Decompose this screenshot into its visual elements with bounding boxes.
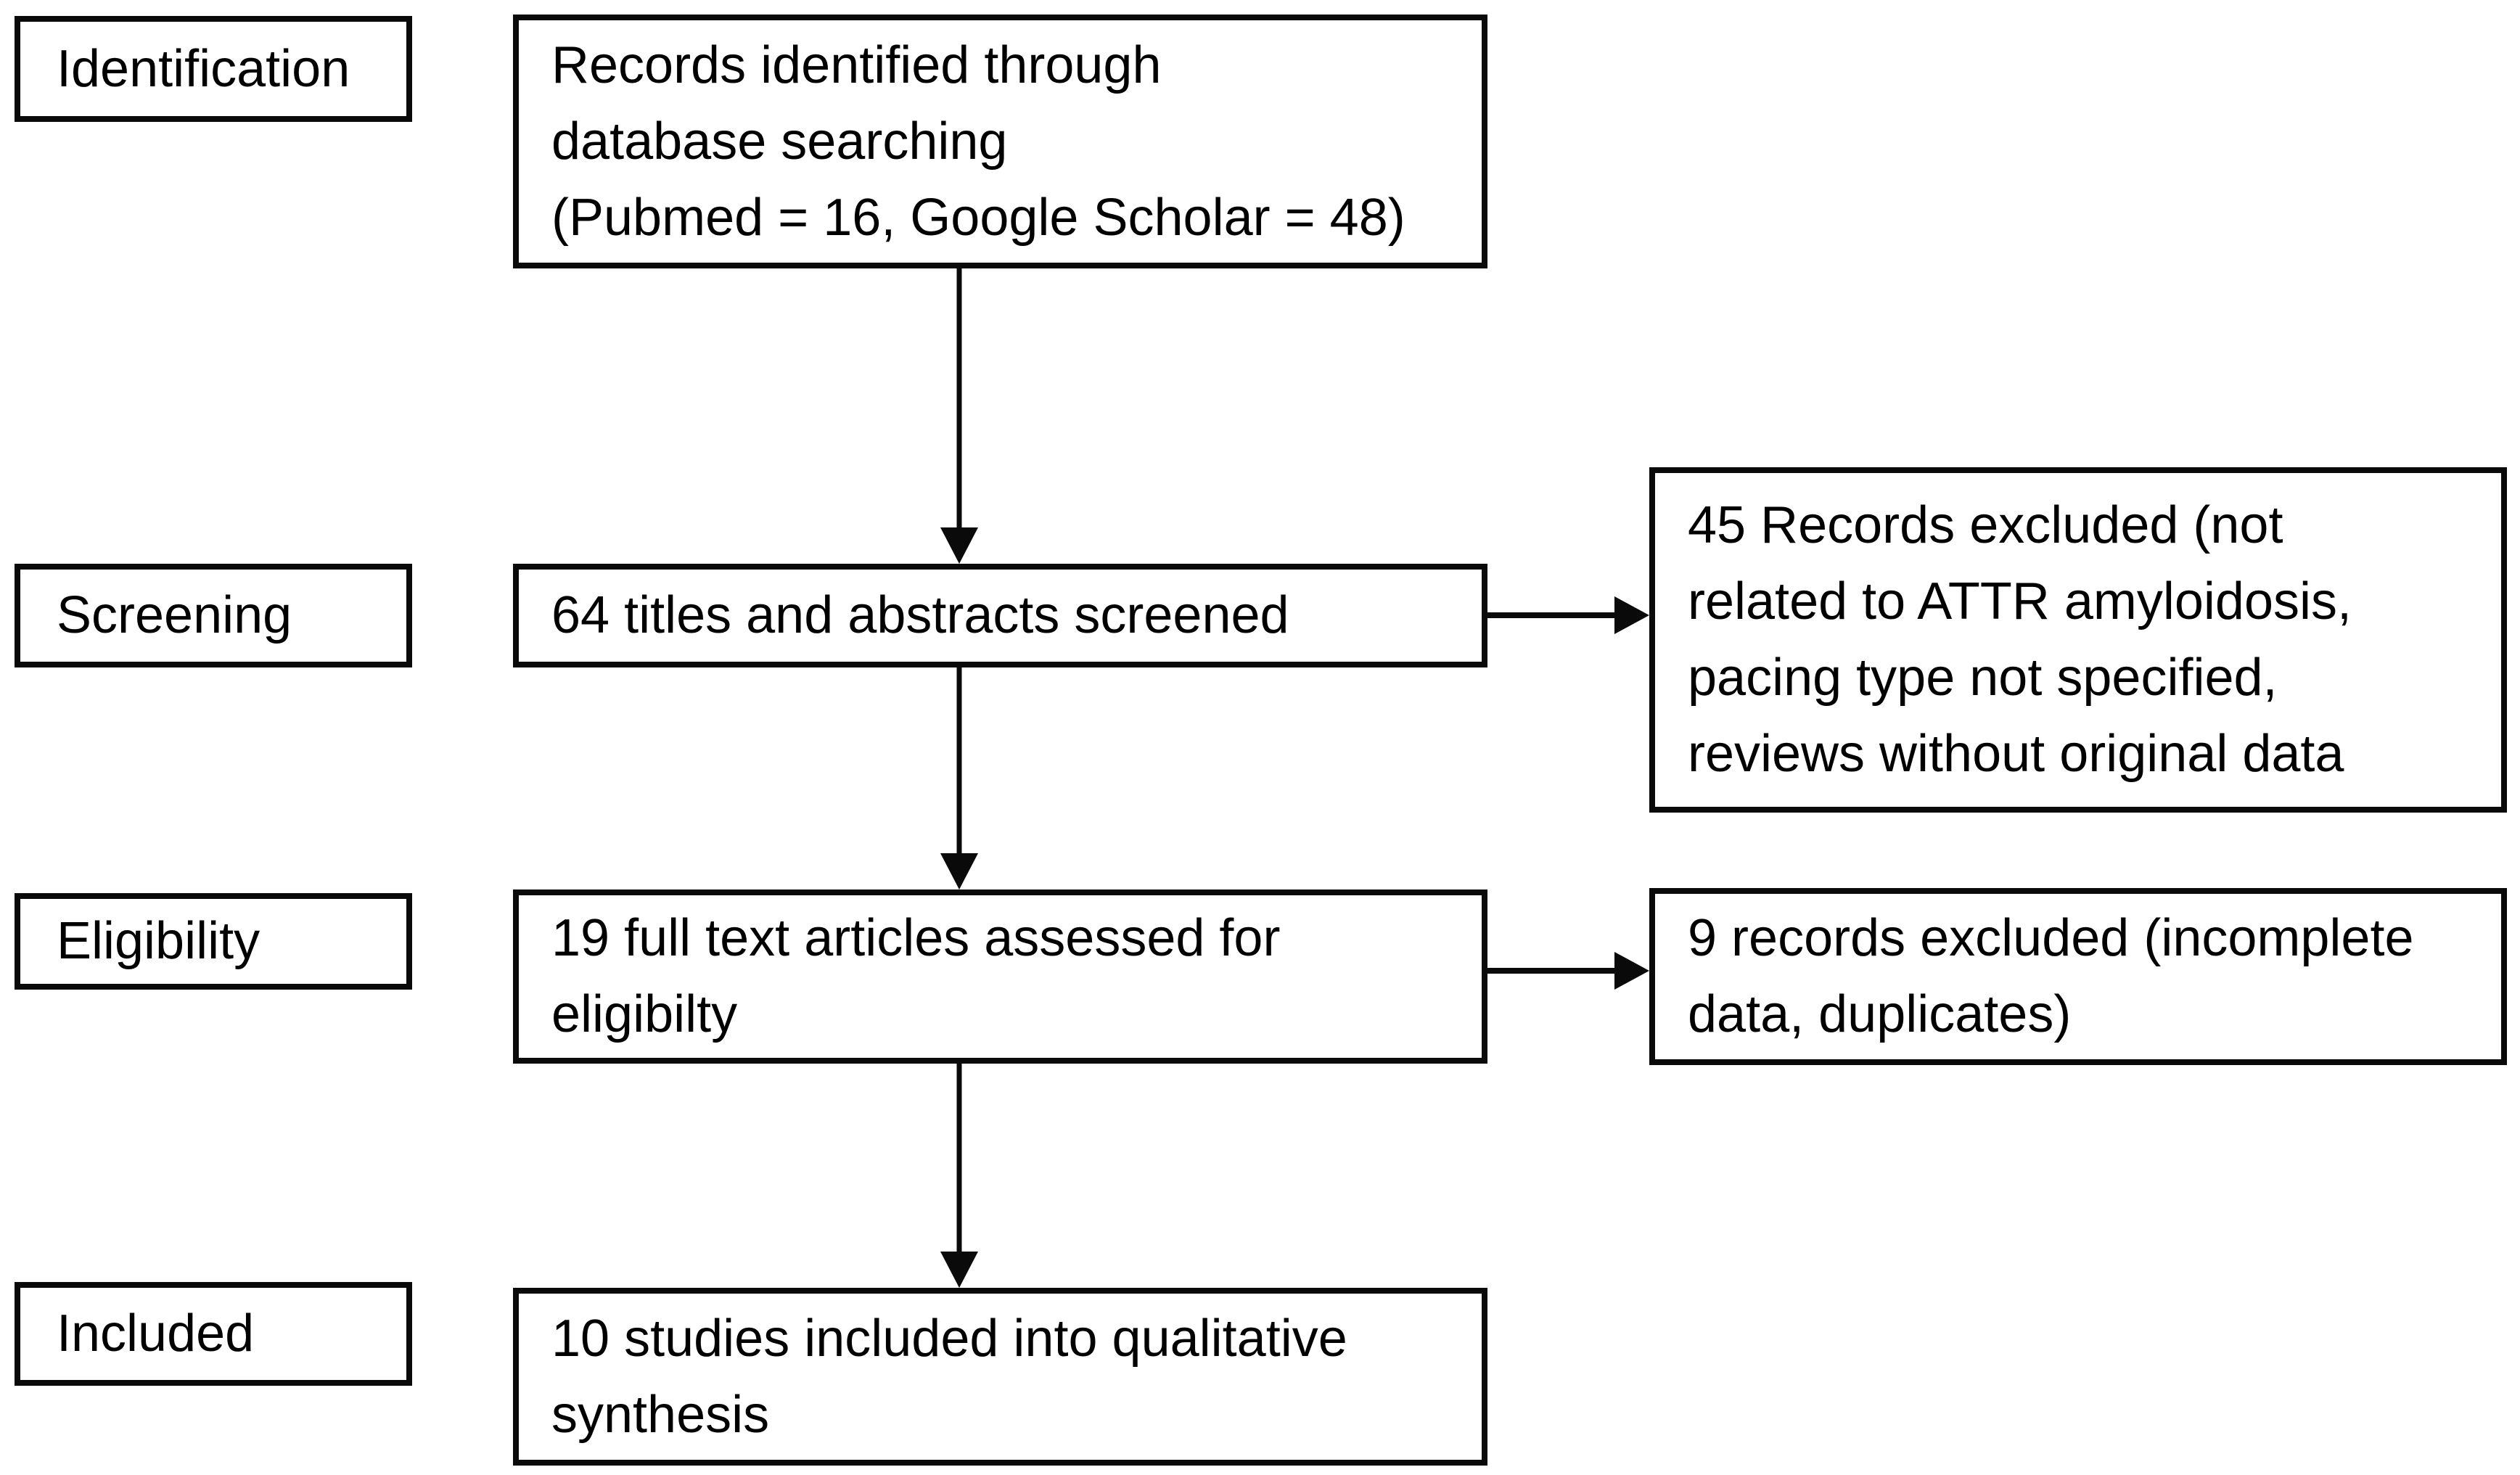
stage-label-screening: Screening [15, 564, 412, 667]
arrow-right-head [1614, 952, 1649, 990]
arrow-identification-to-screening [940, 268, 978, 564]
arrow-screening-to-excluded [1487, 596, 1649, 634]
exclusion-box-eligibility: 9 records excluded (incomplete data, dup… [1649, 888, 2507, 1065]
flow-box-fulltext-assessed: 19 full text articles assessed for eligi… [513, 889, 1487, 1064]
arrow-shaft [956, 667, 962, 856]
stage-label-eligibility: Eligibility [15, 893, 412, 990]
arrow-down-head [940, 527, 978, 564]
stage-label-identification: Identification [15, 16, 412, 122]
arrow-shaft [1487, 968, 1617, 974]
arrow-shaft [1487, 612, 1617, 618]
arrow-shaft [956, 1064, 962, 1254]
flow-box-studies-included: 10 studies included into qualitative syn… [513, 1288, 1487, 1466]
flow-box-records-identified: Records identified through database sear… [513, 15, 1487, 268]
arrow-down-head [940, 853, 978, 889]
arrow-right-head [1614, 596, 1649, 634]
arrow-screening-to-eligibility [940, 667, 978, 889]
exclusion-box-screening: 45 Records excluded (not related to ATTR… [1649, 467, 2507, 813]
arrow-down-head [940, 1252, 978, 1288]
arrow-eligibility-to-excluded [1487, 952, 1649, 990]
stage-label-included: Included [15, 1282, 412, 1386]
arrow-eligibility-to-included [940, 1064, 978, 1288]
arrow-shaft [956, 268, 962, 530]
flow-box-titles-screened: 64 titles and abstracts screened [513, 564, 1487, 667]
